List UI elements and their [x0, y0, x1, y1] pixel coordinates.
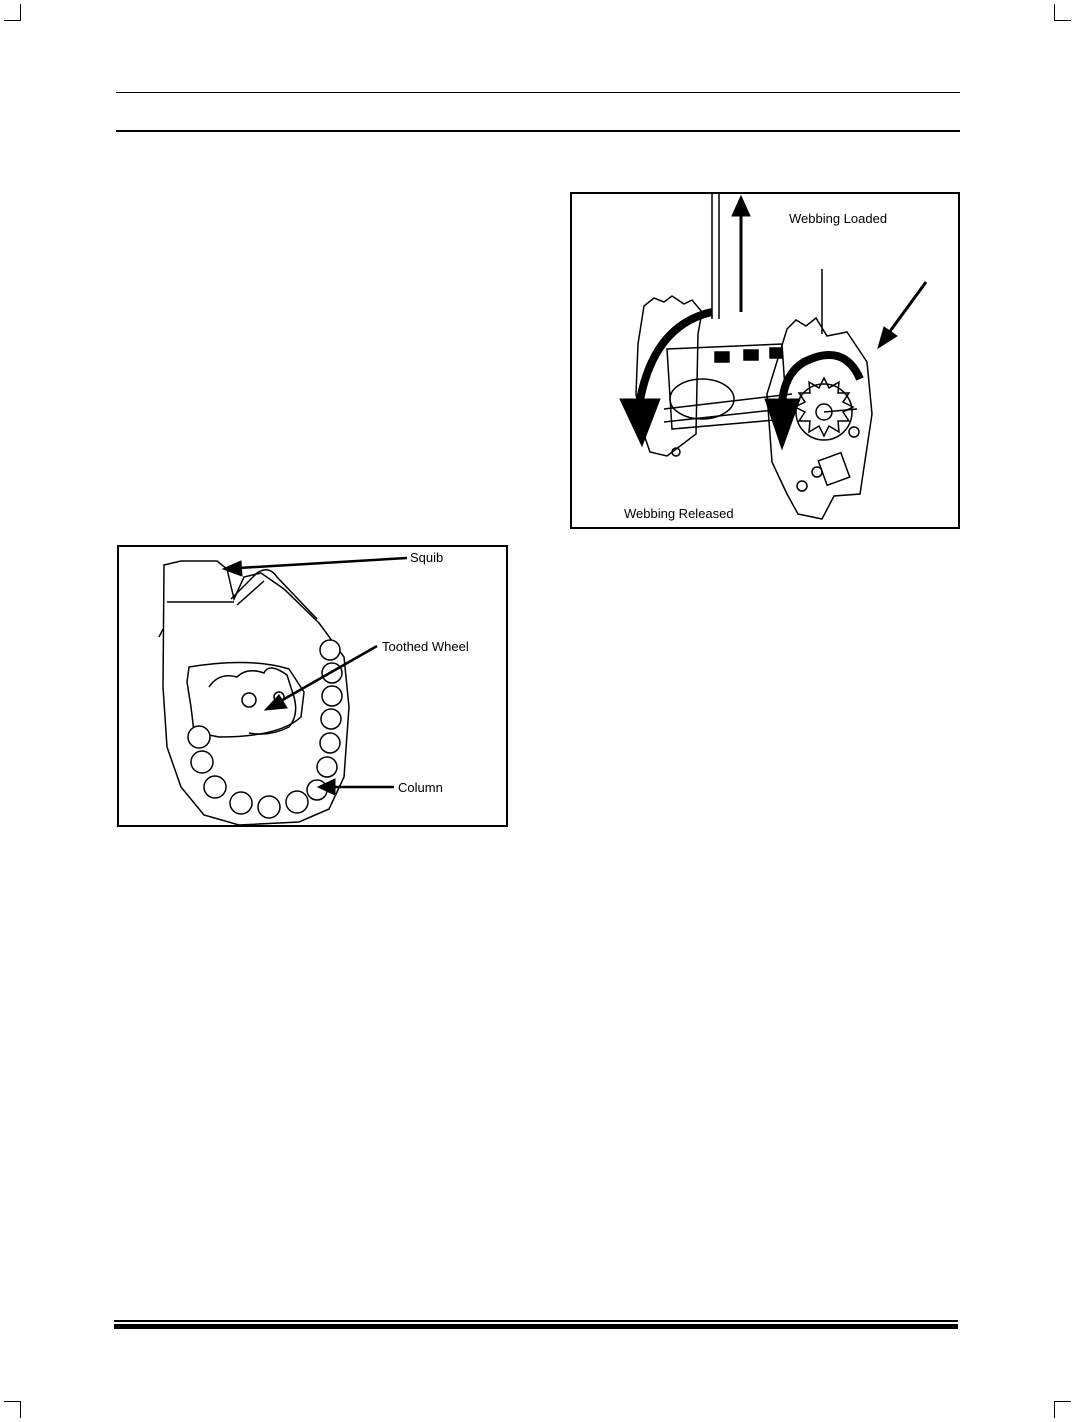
pretensioner-figure: Squib Toothed Wheel Column	[117, 545, 508, 827]
toothed-wheel-label: Toothed Wheel	[382, 639, 469, 654]
header-rule-top	[116, 92, 960, 93]
footer-rule-thin	[114, 1320, 958, 1322]
pretensioner-illustration	[158, 556, 408, 825]
column-label: Column	[398, 780, 443, 795]
crop-mark-bottom-right	[1054, 1401, 1071, 1418]
retractor-figure: Webbing Loaded Webbing Released	[570, 192, 960, 529]
webbing-loaded-label: Webbing Loaded	[789, 211, 888, 226]
crop-mark-top-left	[4, 4, 21, 21]
crop-mark-bottom-left	[4, 1401, 21, 1418]
crop-mark-top-right	[1054, 4, 1071, 21]
footer-rule-thick	[114, 1324, 958, 1329]
retractor-illustration	[619, 194, 928, 520]
squib-label: Squib	[410, 550, 444, 565]
webbing-released-label: Webbing Released	[624, 506, 734, 521]
header-rule-bottom	[116, 130, 960, 132]
